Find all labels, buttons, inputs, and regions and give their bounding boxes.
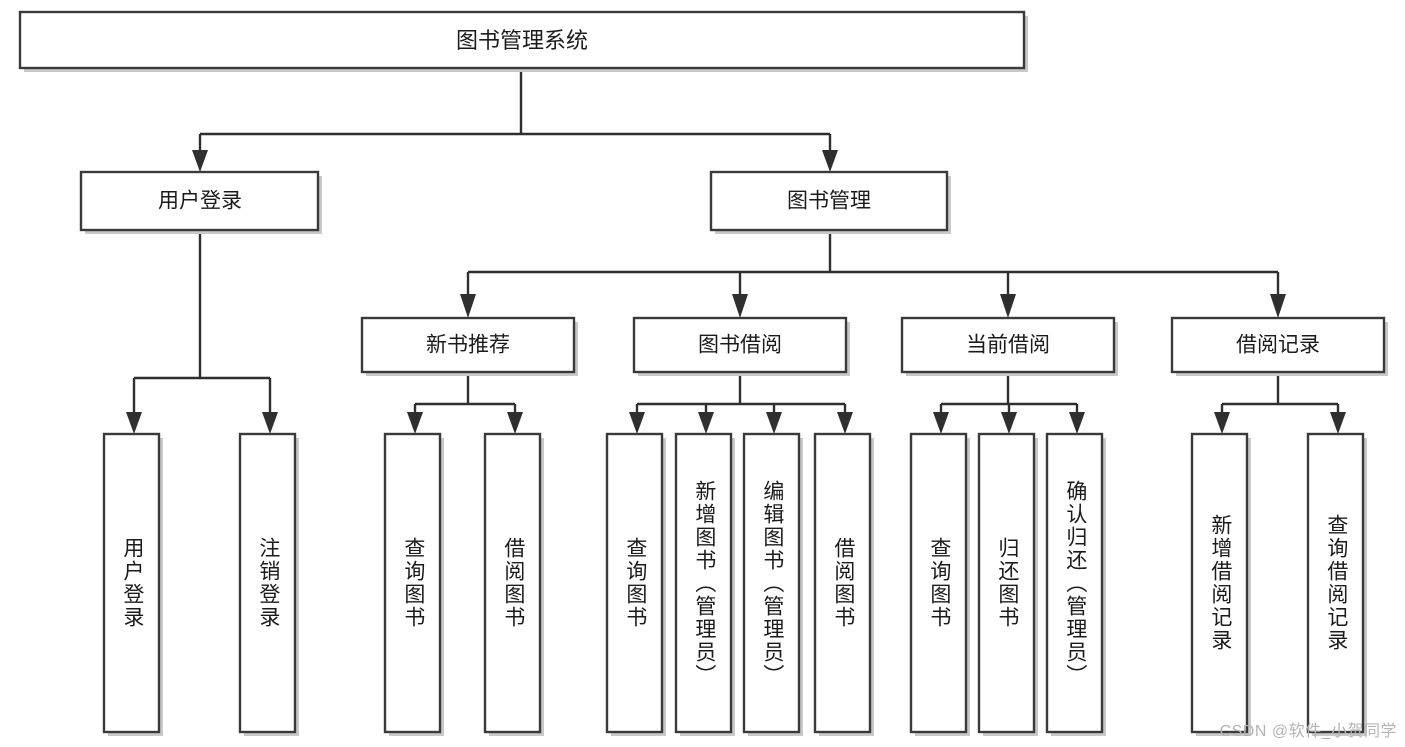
node-borrow-record-label: 借阅记录 xyxy=(1236,334,1320,357)
arrow-to-leaf-borrow-book-a xyxy=(507,412,523,434)
edge-group-new-book-recommend xyxy=(407,374,523,434)
arrow-to-leaf-query-book-b xyxy=(629,412,645,434)
node-new-book-recommend[interactable]: 新书推荐 xyxy=(360,316,578,376)
edge-group-root xyxy=(192,68,838,172)
arrow-to-book-manage xyxy=(822,150,838,172)
arrow-to-current-borrow xyxy=(1000,294,1016,318)
edge-group-user-login xyxy=(126,232,278,434)
node-book-manage-label: 图书管理 xyxy=(787,190,871,213)
arrow-to-new-book-recommend xyxy=(460,294,476,318)
leaf-node-confirm-return[interactable] xyxy=(1045,432,1106,736)
leaf-node-edit-book[interactable] xyxy=(742,432,803,736)
arrow-to-leaf-add-record xyxy=(1214,412,1230,434)
arrow-to-leaf-confirm-return xyxy=(1069,412,1085,434)
node-current-borrow[interactable]: 当前借阅 xyxy=(900,316,1118,376)
node-user-login-label: 用户登录 xyxy=(158,190,242,213)
edge-group-borrow-record xyxy=(1214,374,1346,434)
node-user-login[interactable]: 用户登录 xyxy=(79,170,322,234)
node-root-label: 图书管理系统 xyxy=(456,28,588,53)
arrow-to-leaf-user-login xyxy=(126,412,142,434)
leaf-node-user-login[interactable] xyxy=(102,432,163,736)
edge-group-current-borrow xyxy=(933,374,1085,434)
arrow-to-leaf-borrow-book-b xyxy=(837,412,853,434)
arrow-to-borrow-record xyxy=(1270,294,1286,318)
leaf-node-query-record[interactable] xyxy=(1306,432,1367,736)
node-new-book-recommend-label: 新书推荐 xyxy=(426,334,510,357)
arrow-to-leaf-query-book-a xyxy=(407,412,423,434)
arrow-to-leaf-return-book xyxy=(1001,412,1017,434)
node-book-manage[interactable]: 图书管理 xyxy=(709,170,951,234)
arrow-to-book-borrow xyxy=(732,294,748,318)
edge-group-book-manage xyxy=(460,232,1286,318)
leaf-node-query-book-b[interactable] xyxy=(605,432,666,736)
arrow-to-leaf-query-book-c xyxy=(933,412,949,434)
arrow-to-leaf-add-book xyxy=(698,412,714,434)
node-current-borrow-label: 当前借阅 xyxy=(966,334,1050,357)
node-borrow-record[interactable]: 借阅记录 xyxy=(1170,316,1388,376)
node-root-system[interactable]: 图书管理系统 xyxy=(18,10,1028,72)
leaf-node-query-book-c[interactable] xyxy=(909,432,970,736)
arrow-to-user-login xyxy=(192,150,208,172)
leaf-node-logout[interactable] xyxy=(238,432,299,736)
arrow-to-leaf-edit-book xyxy=(766,412,782,434)
leaf-node-add-book[interactable] xyxy=(674,432,735,736)
leaf-node-add-record[interactable] xyxy=(1190,432,1251,736)
edge-group-book-borrow xyxy=(629,374,853,434)
node-book-borrow[interactable]: 图书借阅 xyxy=(632,316,850,376)
watermark-text: CSDN @软件_小贺同学 xyxy=(1219,723,1397,740)
node-book-borrow-label: 图书借阅 xyxy=(698,334,782,357)
leaf-node-borrow-book-b[interactable] xyxy=(813,432,874,736)
leaf-node-query-book-a[interactable] xyxy=(383,432,444,736)
leaf-node-return-book[interactable] xyxy=(977,432,1038,736)
leaf-node-borrow-book-a[interactable] xyxy=(483,432,544,736)
arrow-to-leaf-logout xyxy=(262,412,278,434)
arrow-to-leaf-query-record xyxy=(1330,412,1346,434)
